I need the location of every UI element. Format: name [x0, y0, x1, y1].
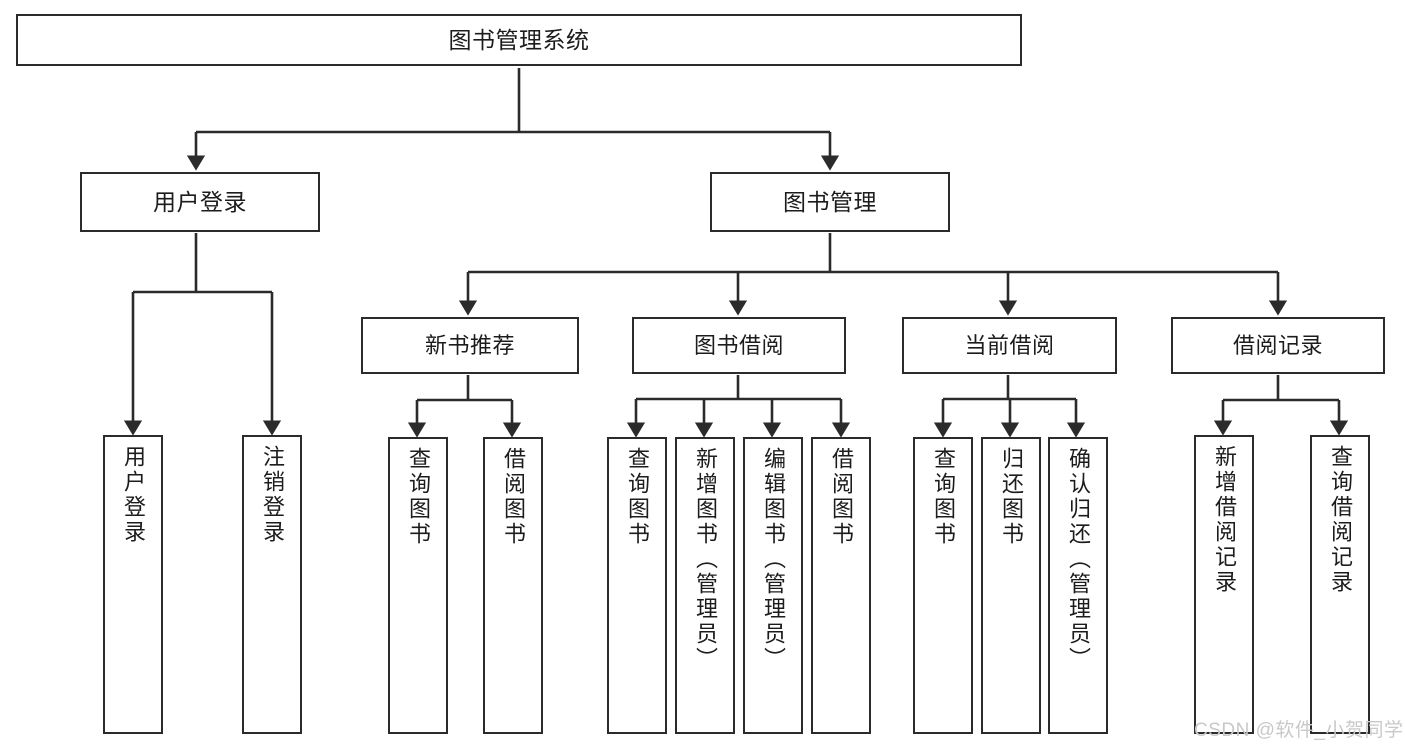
node-label: 借阅图书 [500, 447, 526, 547]
node-borrow-record[interactable]: 借阅记录 [1171, 317, 1385, 374]
node-label: 归还图书 [998, 447, 1024, 547]
node-label: 图书管理系统 [448, 26, 590, 53]
node-label: 借阅记录 [1232, 332, 1323, 358]
node-label: 图书借阅 [693, 332, 784, 358]
node-label: 用户登录 [153, 188, 247, 215]
node-label: 用户登录 [120, 445, 146, 545]
node-label: 查询借阅记录 [1327, 445, 1353, 595]
node-current-borrow[interactable]: 当前借阅 [902, 317, 1117, 374]
leaf-add-borrow-record[interactable]: 新增借阅记录 [1194, 435, 1254, 734]
node-root-system[interactable]: 图书管理系统 [16, 14, 1022, 66]
leaf-query-borrow-record[interactable]: 查询借阅记录 [1310, 435, 1370, 734]
leaf-query-book-current[interactable]: 查询图书 [913, 437, 973, 734]
node-book-management[interactable]: 图书管理 [710, 172, 950, 232]
leaf-query-book-borrow[interactable]: 查询图书 [607, 437, 667, 734]
node-label: 注销登录 [259, 445, 285, 545]
leaf-logout[interactable]: 注销登录 [242, 435, 302, 734]
leaf-return-book[interactable]: 归还图书 [981, 437, 1041, 734]
node-label: 新增图书（管理员） [692, 447, 718, 672]
node-label: 查询图书 [930, 447, 956, 547]
leaf-query-book-recommend[interactable]: 查询图书 [388, 437, 448, 734]
node-book-borrow[interactable]: 图书借阅 [632, 317, 846, 374]
node-label: 编辑图书（管理员） [760, 447, 786, 672]
node-label: 借阅图书 [828, 447, 854, 547]
node-label: 图书管理 [783, 188, 877, 215]
leaf-add-book-admin[interactable]: 新增图书（管理员） [675, 437, 735, 734]
node-label: 查询图书 [405, 447, 431, 547]
node-label: 新书推荐 [424, 332, 515, 358]
node-user-login[interactable]: 用户登录 [80, 172, 320, 232]
leaf-borrow-book-recommend[interactable]: 借阅图书 [483, 437, 543, 734]
leaf-confirm-return-admin[interactable]: 确认归还（管理员） [1048, 437, 1108, 734]
leaf-borrow-book[interactable]: 借阅图书 [811, 437, 871, 734]
node-label: 查询图书 [624, 447, 650, 547]
node-new-book-recommend[interactable]: 新书推荐 [361, 317, 579, 374]
leaf-user-login[interactable]: 用户登录 [103, 435, 163, 734]
node-label: 当前借阅 [964, 332, 1055, 358]
node-label: 新增借阅记录 [1211, 445, 1237, 595]
leaf-edit-book-admin[interactable]: 编辑图书（管理员） [743, 437, 803, 734]
node-label: 确认归还（管理员） [1065, 447, 1091, 672]
